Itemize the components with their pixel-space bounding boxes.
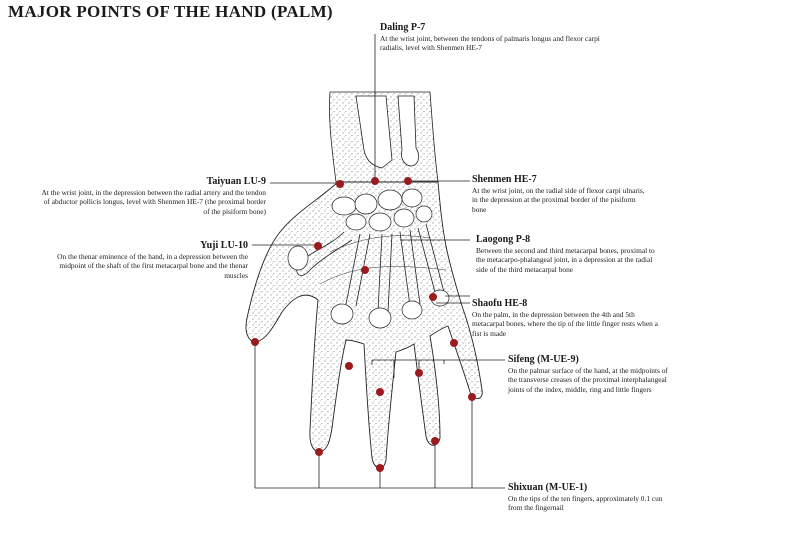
point-shenmen [404, 177, 412, 185]
metacarpal-bones [296, 223, 445, 313]
sifeng-desc: On the palmar surface of the hand, at th… [508, 366, 668, 394]
shaofu-desc: On the palm, in the depression between t… [472, 310, 658, 338]
point-taiyuan [336, 180, 344, 188]
point-yuji [314, 242, 322, 250]
label-sifeng: Sifeng (M-UE-9) On the palmar surface of… [508, 354, 678, 394]
page-title: MAJOR POINTS OF THE HAND (PALM) [8, 2, 333, 21]
yuji-name: Yuji LU-10 [200, 240, 248, 251]
point-shixuan-little [468, 393, 476, 401]
label-daling: Daling P-7 At the wrist joint, between t… [380, 22, 610, 53]
point-sifeng-ring [415, 369, 423, 377]
daling-desc: At the wrist joint, between the tendons … [380, 34, 600, 53]
carpal-bones [331, 188, 433, 232]
label-yuji: Yuji LU-10 On the thenar eminence of the… [40, 240, 248, 280]
ulna-bone [397, 95, 420, 167]
shixuan-name: Shixuan (M-UE-1) [508, 482, 588, 493]
taiyuan-desc: At the wrist joint, in the depression be… [41, 188, 266, 216]
label-shaofu: Shaofu HE-8 On the palm, in the depressi… [472, 298, 662, 338]
point-shixuan-index [315, 448, 323, 456]
shaofu-name: Shaofu HE-8 [472, 298, 528, 309]
label-shenmen: Shenmen HE-7 At the wrist joint, on the … [472, 174, 647, 214]
laogong-desc: Between the second and third metacarpal … [476, 246, 655, 274]
point-shaofu [429, 293, 437, 301]
point-daling [371, 177, 379, 185]
daling-name: Daling P-7 [380, 22, 426, 33]
label-shixuan: Shixuan (M-UE-1) On the tips of the ten … [508, 482, 678, 513]
leader-lines [252, 34, 505, 489]
point-shixuan-middle [376, 464, 384, 472]
label-laogong: Laogong P-8 Between the second and third… [476, 234, 656, 274]
shixuan-desc: On the tips of the ten fingers, approxim… [508, 494, 663, 513]
point-shixuan-thumb [251, 338, 259, 346]
label-taiyuan: Taiyuan LU-9 At the wrist joint, in the … [40, 176, 266, 216]
palm-creases [319, 235, 447, 285]
shenmen-name: Shenmen HE-7 [472, 174, 537, 185]
taiyuan-name: Taiyuan LU-9 [206, 176, 266, 187]
acupoints [251, 177, 476, 472]
yuji-desc: On the thenar eminence of the hand, in a… [57, 252, 248, 280]
point-shixuan-ring [431, 437, 439, 445]
sifeng-name: Sifeng (M-UE-9) [508, 354, 579, 365]
radius-bone [355, 95, 393, 169]
laogong-name: Laogong P-8 [476, 234, 531, 245]
point-laogong [361, 266, 369, 274]
shenmen-desc: At the wrist joint, on the radial side o… [472, 186, 645, 214]
point-sifeng-little [450, 339, 458, 347]
point-sifeng-index [345, 362, 353, 370]
point-sifeng-middle [376, 388, 384, 396]
